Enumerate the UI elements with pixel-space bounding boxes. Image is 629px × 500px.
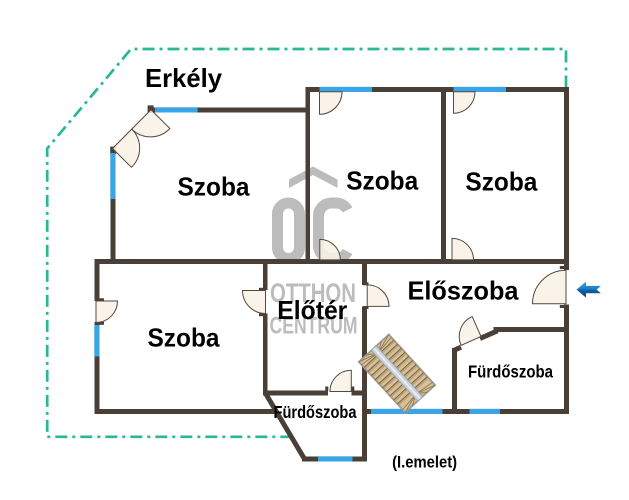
label-furdoszoba-right: Fürdőszoba [468, 362, 553, 382]
door-eloszoba-bath2 [458, 315, 482, 346]
wall-eloter-eloszoba-upper [362, 264, 367, 285]
wall-top-main [305, 87, 569, 92]
window-room1-top [155, 107, 198, 113]
wall-room4-eloter-upper [263, 264, 268, 290]
door-entrance [531, 269, 567, 305]
door-eloter-bath1 [329, 369, 352, 392]
door-room2-interior [319, 238, 341, 261]
doors [95, 91, 567, 392]
wall-eloter-eloszoba-lower [362, 306, 367, 462]
door-room1-balcony-leaf-b [111, 128, 141, 168]
hinge-nub [259, 287, 264, 291]
balcony-boundary-line [45, 47, 568, 439]
wall-bath2-top [493, 327, 569, 332]
door-room3-interior [451, 237, 475, 261]
wall-room1-left [110, 148, 116, 264]
wall-room2-room3 [441, 87, 446, 264]
staircase-icon [357, 333, 437, 414]
window-room3-top [453, 86, 506, 92]
label-furdoszoba-bottom: Fürdőszoba [274, 402, 357, 422]
door-room2-balcony [319, 91, 343, 115]
label-szoba-top-right: Szoba [465, 166, 537, 196]
wall-bottom-eloszoba [362, 409, 569, 414]
wall-room4-left-upper [94, 259, 100, 301]
label-szoba-bottom-left: Szoba [148, 323, 220, 353]
hinge-nub [363, 306, 369, 309]
hinge-nub [259, 313, 264, 317]
wall-bottom-room4 [94, 409, 278, 414]
door-room4-balcony [95, 300, 119, 324]
wall-top-room1 [150, 107, 310, 113]
logo-letter-o [272, 197, 305, 264]
watermark-otthon-text: OTTHON [270, 278, 356, 308]
label-floor-note: (I.emelet) [392, 454, 457, 472]
label-eloter: Előtér [277, 295, 347, 325]
wall-divider [94, 259, 569, 264]
walls [94, 87, 569, 462]
hinge-nub [110, 146, 117, 155]
window-room2-top [319, 86, 372, 92]
wall-right-upper [564, 87, 569, 270]
wall-bath1-top-right [351, 390, 367, 396]
watermark-centrum-text: CENTRUM [270, 312, 358, 339]
wall-room4-left-lower [94, 322, 100, 414]
window-bath2-bottom [469, 408, 500, 414]
wall-bath2-diagonal-lower [452, 344, 463, 353]
hinge-nub [351, 386, 355, 391]
hinge-nub [99, 298, 104, 302]
label-szoba-top-middle: Szoba [346, 165, 418, 195]
entrance-arrow-icon [576, 281, 601, 298]
wall-bath1-diagonal [263, 391, 307, 461]
wall-right-lower [564, 304, 569, 414]
wall-bath2-diagonal-upper [478, 328, 499, 341]
wall-room1-room2 [305, 87, 310, 264]
hinge-nub [147, 105, 154, 113]
label-erkely: Erkély [145, 63, 223, 93]
door-room4-eloter [241, 290, 266, 315]
door-eloter-eloszoba [366, 284, 390, 307]
wall-room4-eloter-lower [263, 313, 268, 396]
window-room1-left [110, 153, 116, 199]
label-szoba-top-left: Szoba [178, 172, 250, 202]
wall-bath2-left [452, 348, 457, 414]
door-room3-balcony [453, 91, 476, 114]
label-eloszoba: Előszoba [408, 276, 520, 306]
hinge-nub [363, 282, 369, 286]
window-bath1-bottom [318, 456, 353, 462]
hinge-nub [559, 266, 565, 269]
hinge-nub [559, 305, 565, 308]
wall-bath1-top-left [263, 390, 328, 396]
hinge-nub [325, 386, 329, 391]
window-room4-left [94, 325, 100, 357]
logo-roof-icon [289, 166, 338, 188]
hinge-nub [99, 321, 104, 325]
